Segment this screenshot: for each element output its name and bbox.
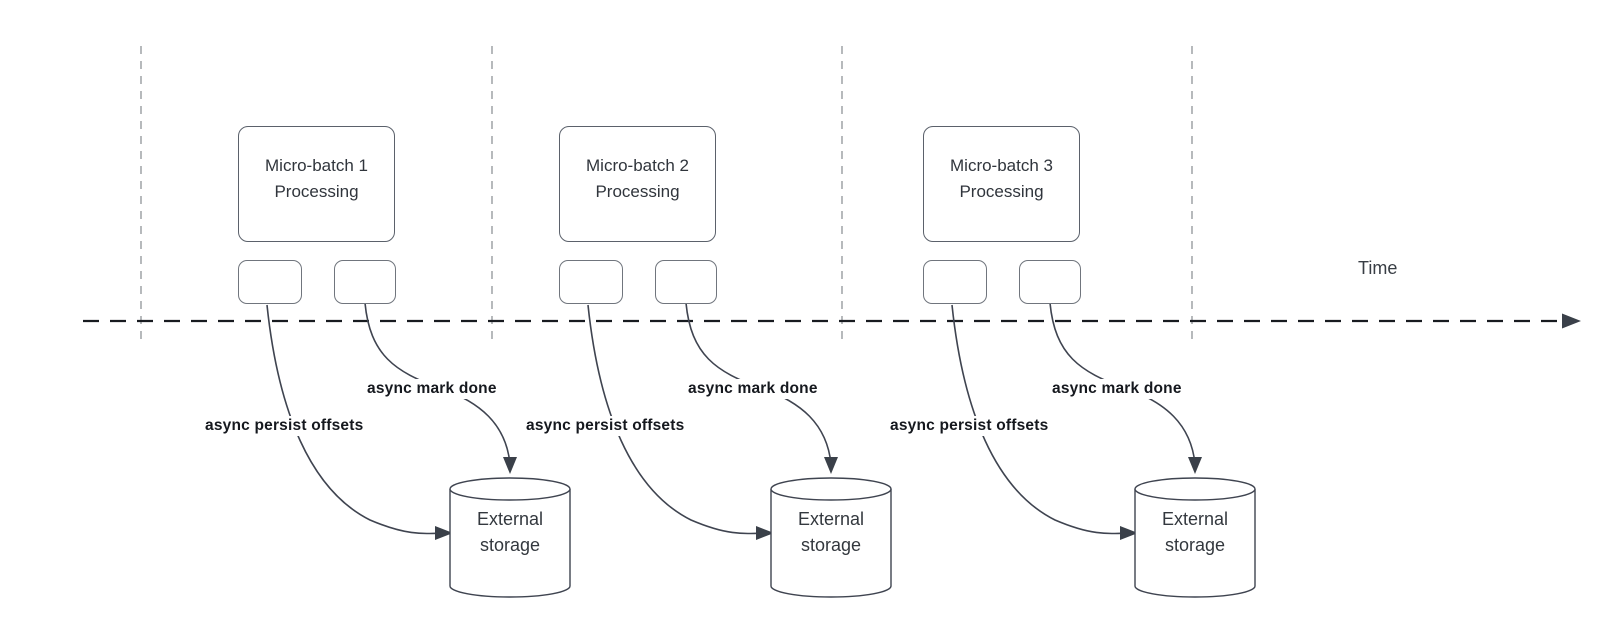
processing-box-node: Micro-batch 1 Processing bbox=[238, 126, 395, 242]
persist-offsets-arrowhead-icon bbox=[756, 526, 774, 540]
external-storage-cylinder-body bbox=[449, 489, 571, 598]
batch-boundary-guides bbox=[140, 46, 1193, 340]
mark-done-task-node bbox=[334, 260, 396, 304]
processing-box-title-line2: Processing bbox=[959, 182, 1044, 201]
external-storage-label-line1: External bbox=[797, 509, 865, 529]
external-storage-label: External storage bbox=[771, 506, 891, 558]
processing-box-title-line1: Micro-batch 3 bbox=[950, 156, 1053, 175]
processing-box-title-line1: Micro-batch 1 bbox=[265, 156, 368, 175]
external-storage-label-line2: storage bbox=[800, 535, 862, 555]
persist-offsets-label: async persist offsets bbox=[887, 416, 1052, 436]
persist-offsets-arrow bbox=[951, 304, 1128, 535]
external-storage-label: External storage bbox=[1135, 506, 1255, 558]
time-axis-label: Time bbox=[1358, 258, 1398, 278]
external-storage-cylinder-body bbox=[770, 489, 892, 598]
mark-done-task-node bbox=[1019, 260, 1081, 304]
mark-done-arrowhead-icon bbox=[503, 457, 517, 474]
processing-box-title-line2: Processing bbox=[595, 182, 680, 201]
external-storage-cylinder-top bbox=[1134, 477, 1256, 501]
persist-offsets-arrow bbox=[266, 304, 443, 535]
external-storage-label-line2: storage bbox=[479, 535, 541, 555]
microbatch-1-strokes bbox=[266, 302, 571, 598]
external-storage-cylinder-body bbox=[1134, 489, 1256, 598]
mark-done-task-node bbox=[655, 260, 717, 304]
external-storage-cylinder-top bbox=[770, 477, 892, 501]
mark-done-label: async mark done bbox=[685, 379, 821, 399]
persist-offsets-label: async persist offsets bbox=[202, 416, 367, 436]
mark-done-arrowhead-icon bbox=[824, 457, 838, 474]
external-storage-label-line2: storage bbox=[1164, 535, 1226, 555]
external-storage-label-line1: External bbox=[476, 509, 544, 529]
processing-box-title-line1: Micro-batch 2 bbox=[586, 156, 689, 175]
persist-offsets-arrowhead-icon bbox=[435, 526, 453, 540]
mark-done-arrowhead-icon bbox=[1188, 457, 1202, 474]
offset-task-node bbox=[238, 260, 302, 304]
external-storage-label: External storage bbox=[450, 506, 570, 558]
persist-offsets-arrow bbox=[587, 304, 764, 535]
processing-box-node: Micro-batch 2 Processing bbox=[559, 126, 716, 242]
offset-task-node bbox=[923, 260, 987, 304]
persist-offsets-arrowhead-icon bbox=[1120, 526, 1138, 540]
processing-box-title-line2: Processing bbox=[274, 182, 359, 201]
mark-done-label: async mark done bbox=[364, 379, 500, 399]
processing-box-node: Micro-batch 3 Processing bbox=[923, 126, 1080, 242]
external-storage-cylinder-top bbox=[449, 477, 571, 501]
time-axis-arrowhead-icon bbox=[1562, 313, 1581, 329]
external-storage-label-line1: External bbox=[1161, 509, 1229, 529]
time-axis bbox=[83, 313, 1581, 329]
persist-offsets-label: async persist offsets bbox=[523, 416, 688, 436]
mark-done-label: async mark done bbox=[1049, 379, 1185, 399]
offset-task-node bbox=[559, 260, 623, 304]
